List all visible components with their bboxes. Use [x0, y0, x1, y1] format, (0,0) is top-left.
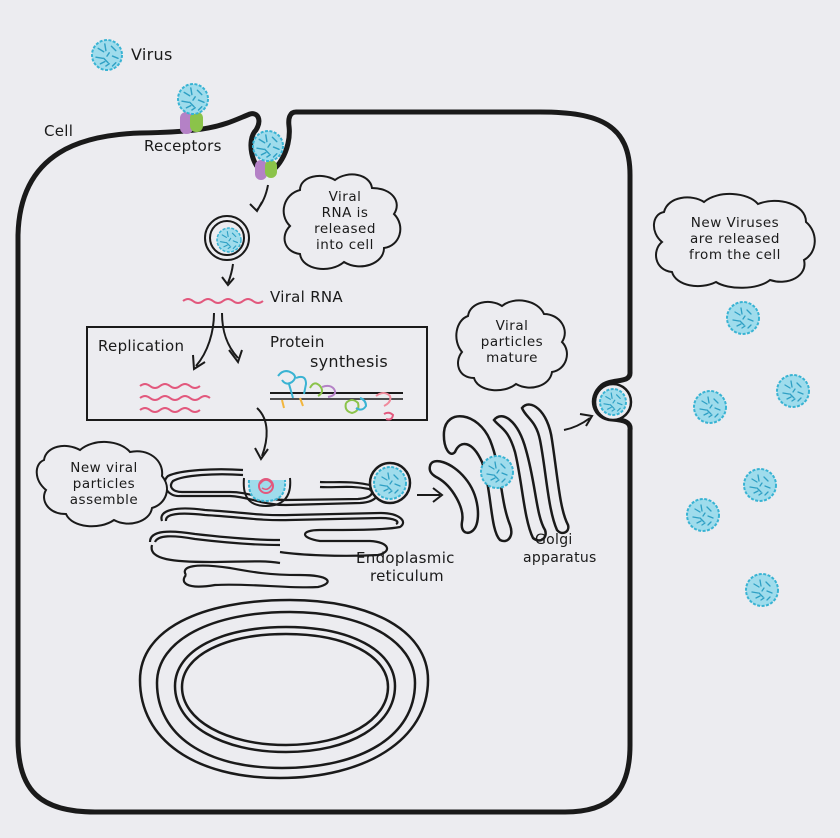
er-vesicle-icon [368, 461, 412, 505]
arrow-icon [221, 312, 243, 365]
cloud-line: particles [72, 476, 136, 492]
arrow-icon [249, 184, 269, 213]
protein-synthesis-label: Protein synthesis [270, 333, 388, 371]
cloud-mature-text: Viral particles mature [460, 318, 564, 366]
cloud-rna-released [282, 173, 402, 270]
released-virus-icon [743, 468, 777, 502]
process-box [86, 326, 428, 421]
receptor-pit-icon [252, 130, 284, 180]
released-virus-icon [776, 374, 810, 408]
cloud-line: New Viruses [690, 215, 780, 231]
receptor-icon [180, 112, 203, 134]
viral-rna-strand [182, 298, 264, 304]
cloud-line: into cell [316, 237, 374, 253]
viral-rna-label: Viral RNA [270, 288, 343, 306]
arrow-icon [254, 407, 269, 461]
golgi-line1: Golgi [535, 532, 573, 548]
released-virus-icon [693, 390, 727, 424]
virus-bound-icon [177, 83, 209, 115]
receptors-label: Receptors [144, 137, 222, 155]
exiting-virus-icon [593, 382, 633, 422]
endoplasmic-reticulum-label: Endoplasmic reticulum [356, 549, 455, 585]
cloud-rna-released-text: Viral RNA is released into cell [290, 189, 400, 253]
released-virus-icon [726, 301, 760, 335]
endosome-icon [204, 215, 250, 261]
assembling-particle-icon [242, 477, 292, 508]
synthesis-label: synthesis [310, 352, 389, 371]
cloud-mature [455, 299, 568, 392]
cell-label: Cell [44, 122, 74, 140]
arrow-icon [221, 263, 235, 287]
cloud-line: assemble [69, 492, 139, 508]
nucleus-icon [138, 598, 430, 780]
ribosome-protein-icon [270, 370, 403, 421]
arrow-icon [563, 413, 594, 431]
cloud-line: Viral [495, 318, 529, 334]
golgi-label: Golgi apparatus [523, 531, 597, 567]
virus-icon [91, 39, 123, 71]
protein-label: Protein [270, 333, 325, 351]
golgi-line2: apparatus [523, 550, 597, 566]
er-line1: Endoplasmic [356, 549, 455, 567]
cloud-assemble [35, 441, 168, 528]
cloud-line: released [314, 221, 376, 237]
virus-label: Virus [131, 45, 173, 64]
cloud-assemble-text: New viral particles assemble [42, 460, 166, 508]
cloud-new-viruses-text: New Viruses are released from the cell [660, 215, 810, 263]
cloud-line: RNA is [321, 205, 369, 221]
released-virus-icon [745, 573, 779, 607]
cloud-line: Viral [328, 189, 362, 205]
arrow-icon [417, 487, 444, 503]
cloud-line: mature [486, 350, 538, 366]
replicated-rna-icon [139, 383, 211, 413]
cloud-new-viruses [653, 192, 816, 289]
cloud-line: particles [480, 334, 544, 350]
replication-label: Replication [98, 337, 185, 355]
er-line2: reticulum [370, 567, 444, 585]
cloud-line: New viral [70, 460, 138, 476]
golgi-apparatus-icon [428, 403, 570, 543]
released-virus-icon [686, 498, 720, 532]
cloud-line: from the cell [689, 247, 781, 263]
golgi-particle-icon [480, 455, 514, 489]
arrow-icon [192, 312, 215, 371]
cloud-line: are released [690, 231, 780, 247]
